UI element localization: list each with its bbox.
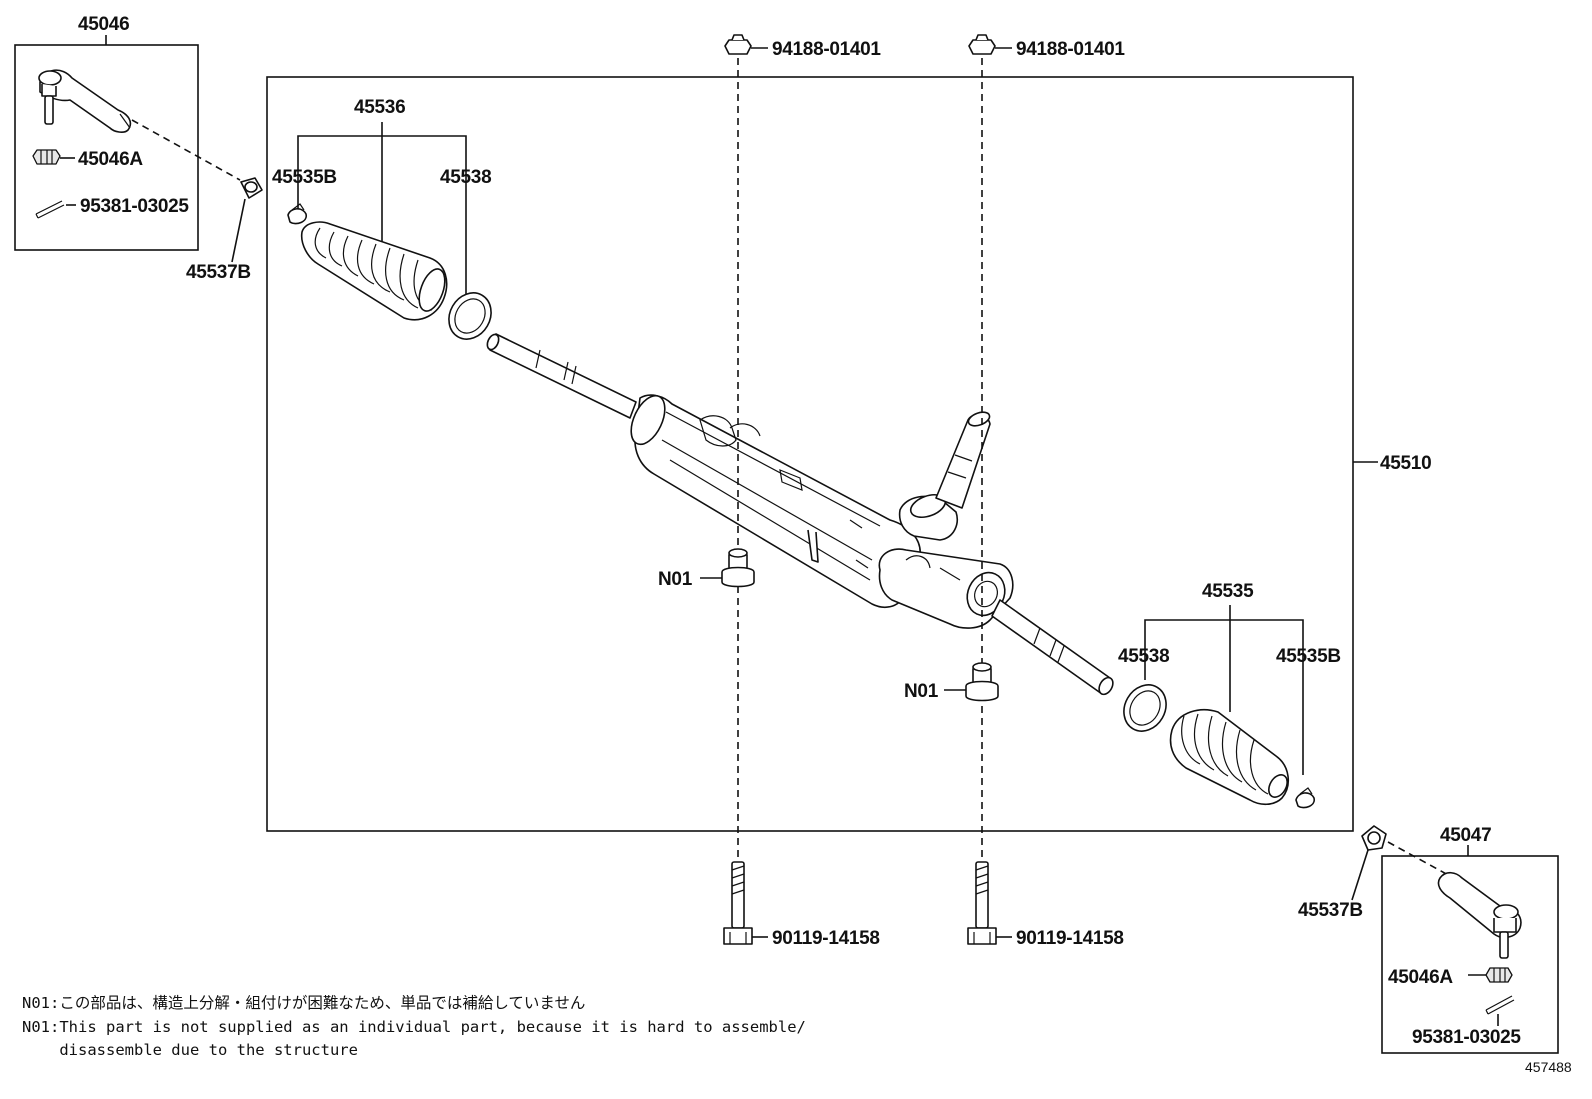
cotter-pin-upper-shape bbox=[35, 200, 76, 219]
label-45538-right: 45538 bbox=[1118, 646, 1169, 667]
rack-housing bbox=[630, 394, 921, 609]
tie-rod-end-lh-dash bbox=[131, 119, 241, 181]
cotter-pin-lower-shape bbox=[1485, 995, 1515, 1026]
label-45535b-left: 45535B bbox=[272, 167, 337, 188]
pinion-housing bbox=[898, 411, 991, 541]
label-45538-left: 45538 bbox=[440, 167, 491, 188]
bushing-left-shape bbox=[700, 548, 755, 588]
rack-assembly-frame bbox=[266, 76, 1354, 832]
clamp-right-shape bbox=[1123, 684, 1167, 732]
label-94188-right: 94188-01401 bbox=[1016, 39, 1125, 60]
note-en-1: N01:This part is not supplied as an indi… bbox=[22, 1018, 806, 1036]
boot-set-right-bracket bbox=[1144, 605, 1304, 775]
boot-clamp-washer-lower-shape bbox=[1351, 825, 1387, 901]
gear-housing-right bbox=[878, 548, 1014, 629]
label-95381-upper: 95381-03025 bbox=[80, 196, 189, 217]
note-en-2: disassemble due to the structure bbox=[22, 1041, 358, 1059]
label-45537b-lower: 45537B bbox=[1298, 900, 1363, 921]
bolt-left-shape bbox=[723, 861, 768, 945]
label-45046a-lower: 45046A bbox=[1388, 967, 1453, 988]
note-jp: N01:この部品は、構造上分解・組付けが困難なため、単品では補給していません bbox=[22, 994, 585, 1012]
nut-lower-shape bbox=[1468, 967, 1513, 983]
clamp-left-shape bbox=[448, 292, 492, 340]
label-90119-right: 90119-14158 bbox=[1016, 928, 1124, 949]
tie-rod-end-lh-shape bbox=[38, 69, 132, 133]
label-45537b-upper: 45537B bbox=[186, 262, 251, 283]
bushing-right-shape bbox=[944, 662, 999, 702]
label-95381-lower: 95381-03025 bbox=[1412, 1027, 1521, 1048]
cap-nut-left-shape bbox=[724, 34, 768, 55]
boot-right-shape bbox=[1169, 708, 1289, 806]
cap-nut-right-shape bbox=[968, 34, 1012, 55]
tie-rod-end-rh-shape bbox=[1437, 871, 1522, 959]
nut-upper-shape bbox=[32, 149, 75, 165]
tie-rod-end-rh-frame bbox=[1381, 855, 1559, 1054]
clip-right-shape bbox=[1295, 787, 1315, 809]
label-45046: 45046 bbox=[78, 14, 129, 35]
label-45536: 45536 bbox=[354, 97, 405, 118]
rack-shaft-left bbox=[486, 333, 637, 419]
label-n01-left: N01 bbox=[658, 569, 693, 590]
tie-rod-end-rh-dash bbox=[1387, 841, 1451, 877]
boot-left-shape bbox=[300, 221, 448, 321]
boot-clamp-washer-upper-shape bbox=[231, 177, 263, 263]
label-n01-right: N01 bbox=[904, 681, 939, 702]
label-90119-left: 90119-14158 bbox=[772, 928, 880, 949]
clip-left-shape bbox=[287, 203, 307, 225]
label-45510: 45510 bbox=[1380, 453, 1431, 474]
label-45046a-upper: 45046A bbox=[78, 149, 143, 170]
rack-shaft-right bbox=[991, 599, 1114, 696]
label-45047: 45047 bbox=[1440, 825, 1491, 846]
bolt-right-shape bbox=[967, 861, 1012, 945]
label-45535: 45535 bbox=[1202, 581, 1254, 602]
figure-id: 457488 bbox=[1525, 1059, 1572, 1075]
label-94188-left: 94188-01401 bbox=[772, 39, 881, 60]
label-45535b-right: 45535B bbox=[1276, 646, 1341, 667]
